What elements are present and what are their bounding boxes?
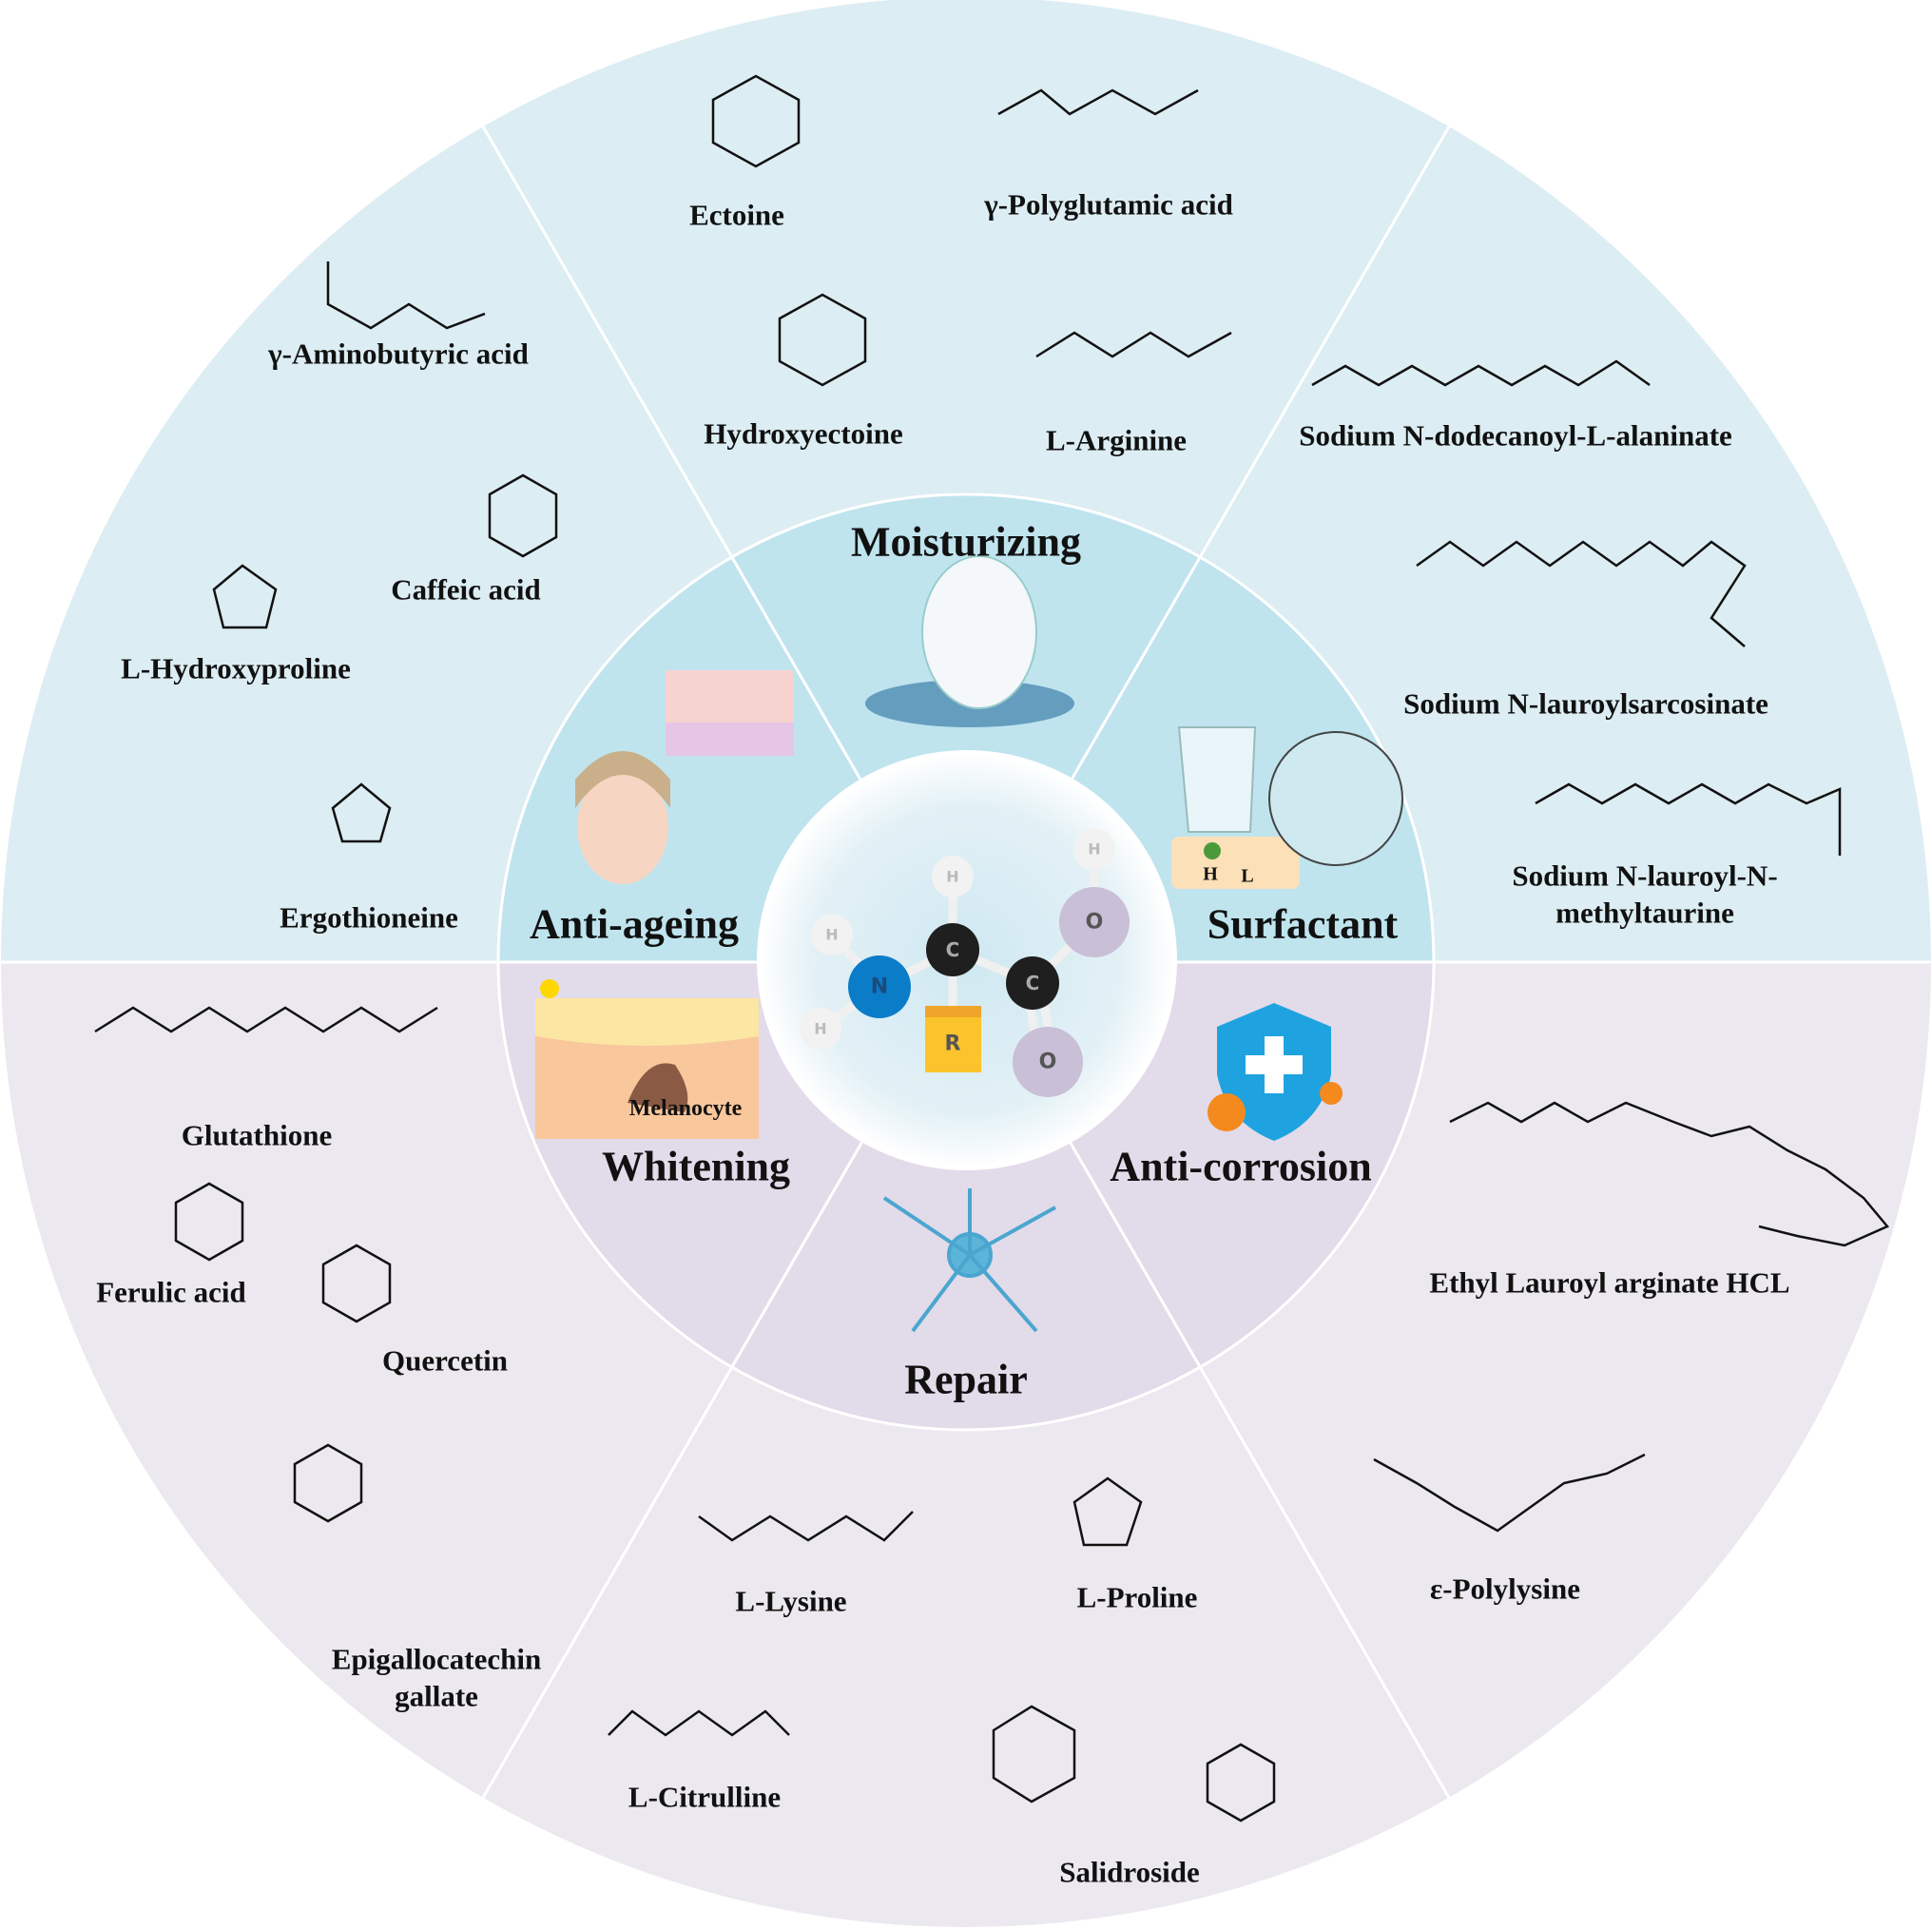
compound-polylysine: ε-Polylysine (1430, 1572, 1580, 1606)
oxygen-label: O (1086, 911, 1104, 935)
compound-quercetin: Quercetin (381, 1343, 509, 1378)
compound-polyglutamic-acid: γ-Polyglutamic acid (984, 187, 1233, 222)
hydrogen-label: H (1088, 840, 1100, 858)
lower-outer-ring (1, 962, 1931, 1927)
chemical-structures (94, 74, 1890, 1823)
carbon-atom (1006, 956, 1059, 1010)
ferulic-structure (174, 1182, 244, 1262)
hydrogen-atom (800, 1008, 841, 1050)
hydrogen-atom (932, 856, 974, 897)
salidroside-ring (1206, 1743, 1276, 1823)
compound-hydroxyectoine: Hydroxyectoine (704, 416, 903, 451)
caffeic-structure (488, 473, 558, 558)
polylysine-structure (1373, 1453, 1646, 1533)
hydrogen-atom (811, 914, 853, 955)
carbon-atom (926, 923, 979, 976)
carbon-label: C (946, 938, 960, 961)
surfactant-h-label: H (1203, 863, 1218, 885)
oxygen-atom (1059, 887, 1130, 957)
face-mask-illustration (865, 555, 1074, 727)
lae-structure (1449, 1101, 1890, 1247)
hydrogen-label: H (825, 926, 838, 944)
shield-illustration (1208, 1003, 1343, 1141)
egcg-structure (293, 1443, 363, 1523)
neuron-illustration (882, 1188, 1056, 1333)
proline-structure (1072, 1476, 1143, 1547)
hydroxyproline-structure (212, 564, 278, 629)
compound-hydroxyproline: L-Hydroxyproline (121, 651, 351, 685)
compound-gaba: γ-Aminobutyric acid (268, 337, 529, 371)
compound-alaninate: Sodium N-dodecanoyl-L-alaninate (1299, 418, 1732, 453)
melanocyte-illustration (535, 979, 759, 1139)
nitrogen-label: N (871, 975, 888, 999)
sarcosinate-structure (1416, 540, 1747, 647)
upper-outer-ring (1, 0, 1931, 962)
lysine-structure (698, 1511, 914, 1542)
skin-face-illustration (575, 670, 794, 884)
hydroxyectoine-structure (778, 293, 867, 387)
compound-l-proline: L-Proline (1076, 1580, 1198, 1614)
ergothioneine-structure (331, 782, 392, 843)
compound-l-lysine: L-Lysine (735, 1584, 847, 1618)
polyglutamic-structure (997, 88, 1199, 116)
surfactant-l-label: L (1241, 865, 1254, 887)
category-surfactant: Surfactant (1207, 900, 1399, 948)
compound-egcg: Epigallocatechin gallate (331, 1642, 542, 1712)
arginine-structure (1035, 331, 1232, 358)
alaninate-structure (1311, 359, 1651, 387)
compound-l-arginine: L-Arginine (1045, 423, 1188, 457)
ectoine-structure (711, 74, 801, 168)
compound-sarcosinate: Sodium N-lauroylsarcosinate (1403, 686, 1768, 721)
carbon-label: C (1026, 972, 1040, 994)
gaba-structure (326, 261, 486, 330)
glutathione-structure (94, 1006, 438, 1033)
hydrogen-label: H (814, 1020, 826, 1038)
compound-l-citrulline: L-Citrulline (628, 1780, 782, 1814)
compound-ectoine: Ectoine (689, 198, 784, 232)
compound-ethyl-lauroyl-arginate: Ethyl Lauroyl arginate HCL (1429, 1265, 1790, 1300)
taurine-structure (1535, 782, 1842, 856)
hydrogen-atom (1073, 828, 1115, 870)
salidroside-structure (992, 1705, 1076, 1804)
citrulline-structure (608, 1709, 790, 1737)
category-anti-ageing: Anti-ageing (530, 900, 739, 948)
compound-caffeic-acid: Caffeic acid (391, 572, 541, 607)
compound-glutathione: Glutathione (181, 1118, 333, 1152)
category-moisturizing: Moisturizing (851, 518, 1081, 566)
nitrogen-atom (848, 955, 911, 1018)
compound-ferulic-acid: Ferulic acid (96, 1275, 246, 1309)
category-repair: Repair (904, 1356, 1028, 1403)
melanocyte-label: Melanocyte (628, 1096, 743, 1121)
quercetin-structure (321, 1244, 392, 1323)
category-anti-corrosion: Anti-corrosion (1110, 1143, 1372, 1190)
hydrogen-label: H (946, 868, 958, 886)
r-group-label: R (945, 1032, 961, 1056)
category-whitening: Whitening (601, 1143, 791, 1190)
compound-methyltaurine: Sodium N-lauroyl-N-methyltaurine (1512, 858, 1778, 929)
compound-ergothioneine: Ergothioneine (280, 900, 458, 935)
oxygen-label: O (1039, 1051, 1057, 1074)
oxygen-atom (1013, 1027, 1083, 1097)
compound-salidroside: Salidroside (1059, 1855, 1200, 1889)
surfactant-illustration (1171, 726, 1403, 889)
